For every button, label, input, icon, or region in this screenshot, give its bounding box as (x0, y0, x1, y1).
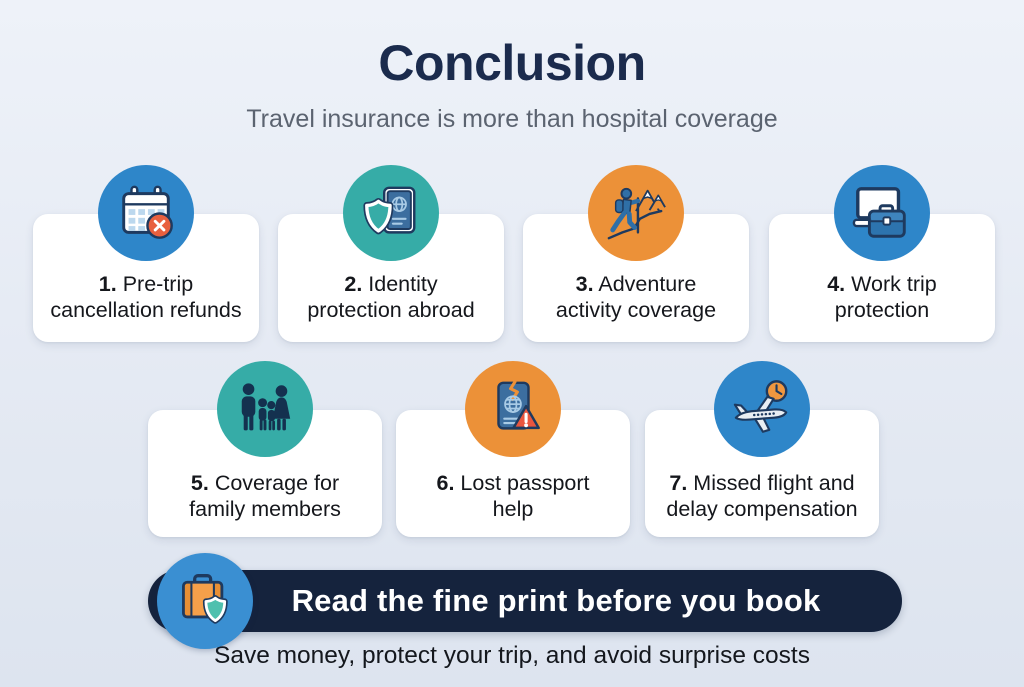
icon-circle-blue (834, 165, 930, 261)
hiker-mountains-icon (607, 187, 666, 240)
card-lost-passport-help: 6. Lost passport help (396, 361, 630, 537)
laptop-briefcase-icon (852, 187, 906, 238)
icon-circle-blue (714, 361, 810, 457)
calendar-cancel-icon (122, 185, 173, 239)
card-label: 3. Adventure activity coverage (555, 272, 717, 322)
icon-circle-teal (217, 361, 313, 457)
plane-clock-icon (733, 380, 788, 433)
card-missed-flight-compensation: 7. Missed flight and delay compensation (645, 361, 879, 537)
icon-circle-teal (343, 165, 439, 261)
family-icon (241, 383, 291, 431)
torn-passport-warning-icon (497, 380, 540, 430)
card-family-coverage: 5. Coverage for family members (148, 361, 382, 537)
card-label: 1. Pre-trip cancellation refunds (50, 272, 242, 322)
card-identity-protection: 2. Identity protection abroad (278, 165, 504, 342)
banner-pill: Read the fine print before you book (148, 570, 902, 632)
page-subtitle: Travel insurance is more than hospital c… (246, 105, 778, 133)
icon-circle-blue (98, 165, 194, 261)
card-label: 5. Coverage for family members (189, 471, 341, 521)
icon-circle-orange (465, 361, 561, 457)
banner-text: Read the fine print before you book (291, 583, 821, 618)
banner-icon-circle (157, 553, 253, 649)
suitcase-shield-icon (182, 574, 228, 624)
card-label: 4. Work trip protection (827, 272, 937, 322)
card-work-trip-protection: 4. Work trip protection (769, 165, 995, 342)
icon-circle-orange (588, 165, 684, 261)
card-label: 2. Identity protection abroad (307, 272, 475, 322)
footer-tagline: Save money, protect your trip, and avoid… (214, 642, 810, 669)
passport-shield-icon (363, 186, 416, 235)
page-title: Conclusion (378, 35, 646, 91)
card-pretrip-cancellation: 1. Pre-trip cancellation refunds (33, 165, 259, 342)
card-adventure-coverage: 3. Adventure activity coverage (523, 165, 749, 342)
card-label: 7. Missed flight and delay compensation (666, 471, 858, 521)
card-label: 6. Lost passport help (436, 471, 590, 521)
